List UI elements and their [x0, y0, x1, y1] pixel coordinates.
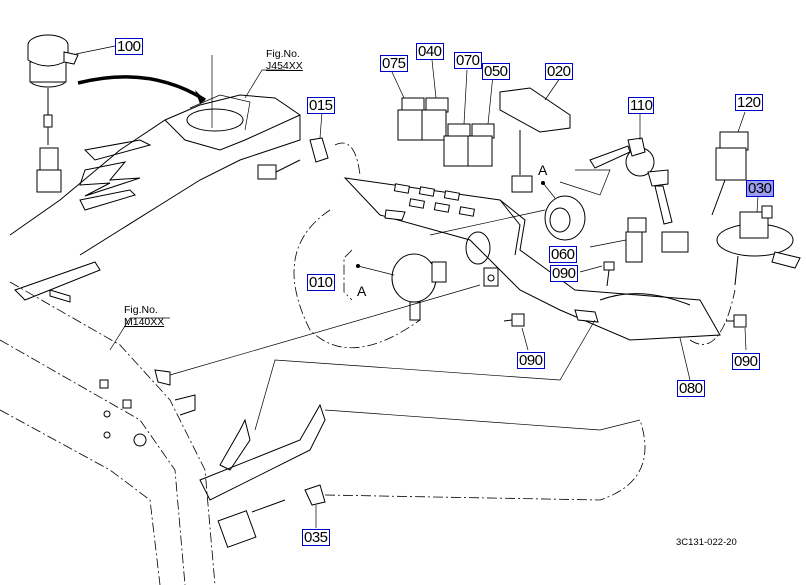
bolts	[503, 261, 747, 381]
fig-number[interactable]: M140XX	[124, 316, 165, 328]
part-035-connector	[217, 419, 646, 548]
part-label-120[interactable]: 120	[735, 94, 763, 111]
part-020-switch-panel	[499, 77, 571, 193]
part-label-040[interactable]: 040	[416, 43, 444, 60]
fender-panel	[9, 55, 301, 256]
part-label-060[interactable]: 060	[549, 246, 577, 263]
callout-a-lower: A	[357, 283, 367, 299]
switch-group	[391, 59, 495, 167]
part-label-015[interactable]: 015	[307, 97, 335, 114]
fig-number[interactable]: J454XX	[266, 60, 303, 72]
part-label-050[interactable]: 050	[482, 63, 510, 80]
part-label-035[interactable]: 035	[302, 529, 330, 546]
part-060-grommet	[429, 181, 586, 241]
part-030-key-switch	[716, 195, 801, 286]
figure-reference-frame[interactable]: Fig.No. M140XX	[124, 304, 164, 328]
part-label-020[interactable]: 020	[545, 63, 573, 80]
part-label-090-right[interactable]: 090	[732, 353, 760, 370]
part-label-075[interactable]: 075	[380, 55, 408, 72]
part-label-030[interactable]: 030	[746, 180, 774, 197]
figure-reference-fender[interactable]: Fig.No. J454XX	[266, 48, 303, 72]
tractor-frame	[0, 261, 641, 585]
part-label-070[interactable]: 070	[454, 52, 482, 69]
fig-label: Fig.No.	[124, 304, 158, 316]
harness-route	[689, 289, 736, 345]
bracket-plate	[343, 177, 721, 341]
part-label-080[interactable]: 080	[677, 380, 705, 397]
part-label-110[interactable]: 110	[628, 97, 655, 114]
callout-a-upper: A	[538, 162, 548, 178]
drawing-code: 3C131-022-20	[676, 537, 737, 548]
part-010-horn	[293, 209, 447, 349]
part-label-090-center[interactable]: 090	[517, 352, 545, 369]
part-110-keys	[559, 113, 673, 225]
part-120-switch	[661, 111, 749, 253]
part-100-gauge	[27, 34, 116, 193]
part-label-010[interactable]: 010	[307, 274, 335, 291]
fig-label: Fig.No.	[266, 48, 300, 60]
part-label-100[interactable]: 100	[115, 38, 143, 55]
part-015-clamp	[257, 111, 361, 180]
connector-small	[589, 217, 647, 263]
install-arrow	[77, 75, 206, 102]
part-label-090-upper[interactable]: 090	[550, 265, 578, 282]
